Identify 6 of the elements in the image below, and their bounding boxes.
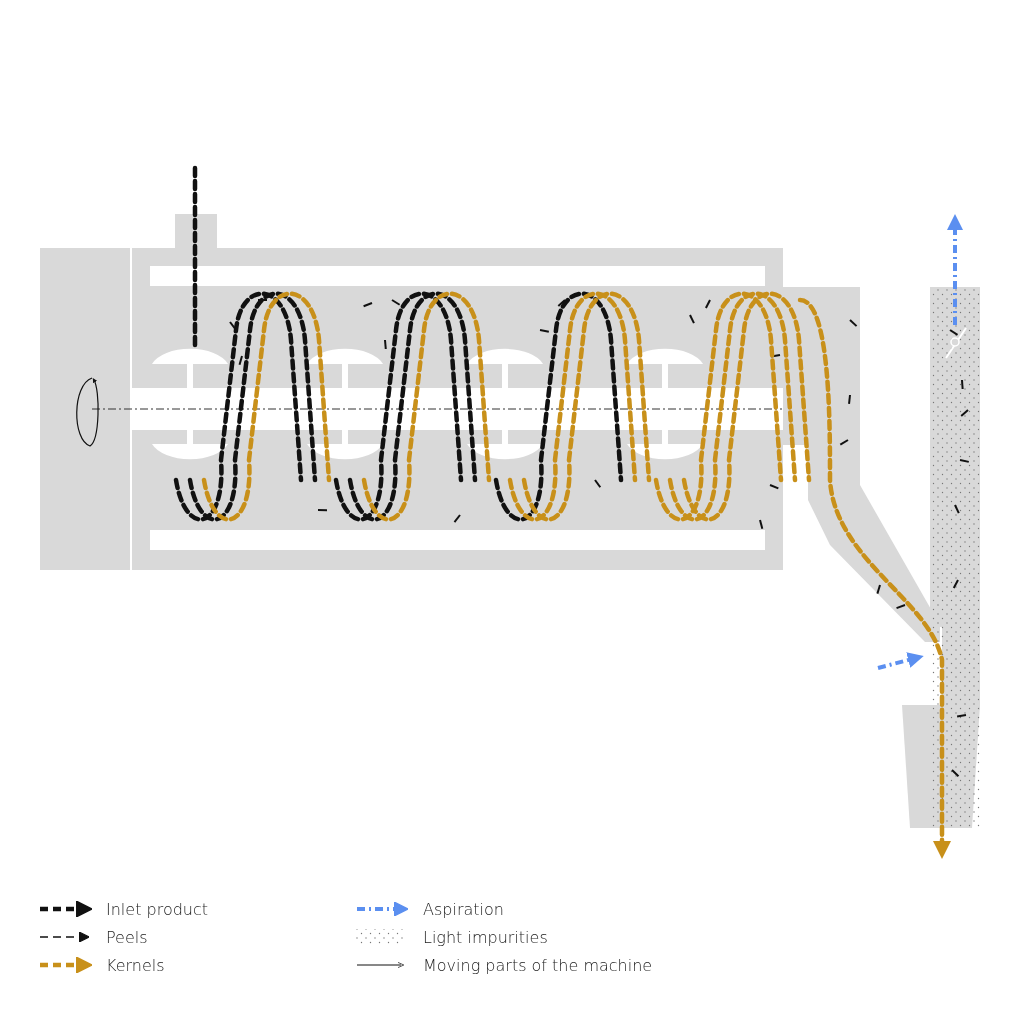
legend-text: Inlet product: [106, 899, 209, 919]
legend-text: Light impurities: [423, 927, 548, 947]
legend-text: Kernels: [106, 955, 165, 975]
legend-text: Aspiration: [423, 899, 504, 919]
legend-text: Moving parts of the machine: [423, 955, 653, 975]
legend-text: Peels: [106, 927, 148, 947]
